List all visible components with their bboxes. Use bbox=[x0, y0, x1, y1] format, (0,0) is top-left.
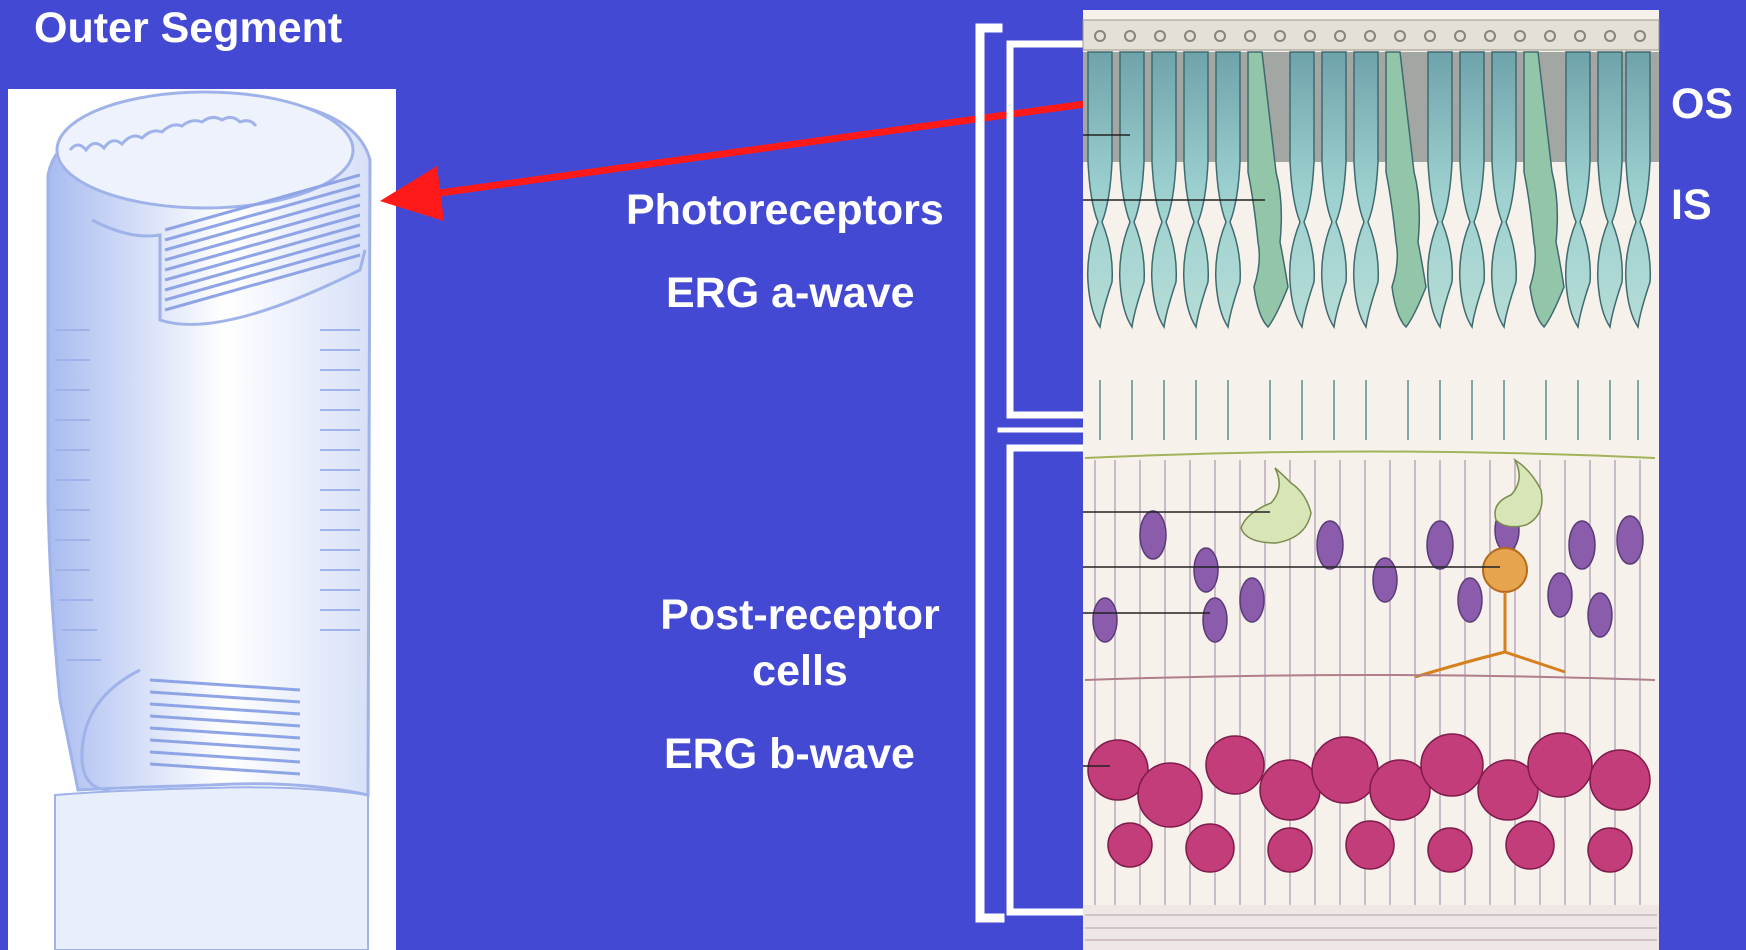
membrane-flap-upper bbox=[91, 218, 367, 326]
page-title: Outer Segment bbox=[34, 4, 343, 52]
bracket-post-receptor bbox=[1006, 444, 1087, 916]
erg-b-wave-label: ERG b-wave bbox=[664, 730, 915, 778]
horizontal-cells bbox=[1240, 457, 1543, 544]
mueller-fibers bbox=[1094, 460, 1641, 910]
membrane-flap-lower bbox=[80, 668, 141, 792]
rpe-cells bbox=[1094, 30, 1646, 42]
photoreceptor-cells bbox=[1086, 51, 1652, 330]
os-label: OS bbox=[1671, 80, 1734, 128]
retina-illustration bbox=[1082, 10, 1660, 950]
post-receptor-line2: cells bbox=[752, 647, 848, 695]
pointer-lines bbox=[1083, 134, 1500, 767]
ganglion-cells bbox=[1087, 732, 1651, 873]
disc-stack-lower bbox=[149, 678, 301, 776]
erg-a-wave-label: ERG a-wave bbox=[666, 269, 915, 317]
is-label: IS bbox=[1671, 181, 1712, 229]
membrane-folds bbox=[55, 329, 360, 661]
bracket-icon bbox=[975, 23, 1087, 923]
inner-segment-stub bbox=[54, 786, 369, 950]
post-receptor-label: Post-receptor cells bbox=[640, 587, 960, 699]
bracket-photoreceptors bbox=[1006, 40, 1087, 419]
photoreceptor-axons bbox=[1099, 380, 1639, 440]
outer-segment-illustration bbox=[8, 89, 396, 950]
top-disc bbox=[55, 90, 355, 210]
post-receptor-line1: Post-receptor bbox=[660, 591, 940, 639]
bracket-outer bbox=[975, 23, 1005, 923]
photoreceptors-label: Photoreceptors bbox=[626, 186, 944, 234]
amacrine-cell bbox=[1414, 547, 1566, 679]
disc-rim bbox=[68, 115, 258, 153]
disc-stack-upper bbox=[164, 173, 361, 312]
